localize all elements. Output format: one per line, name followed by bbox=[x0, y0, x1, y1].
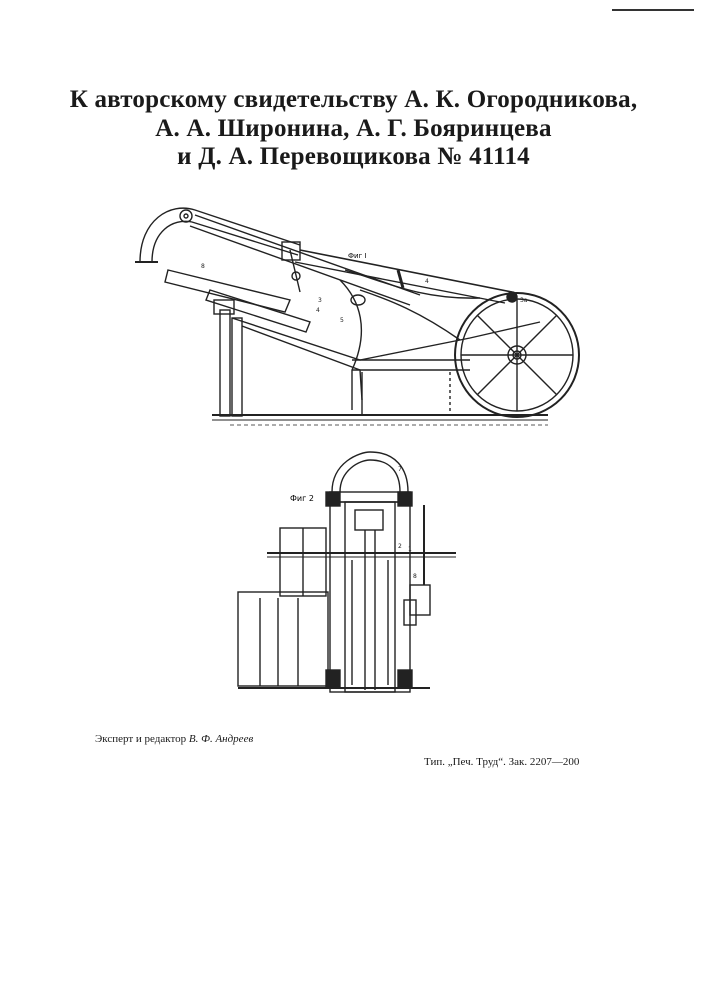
fig2-label: Фиг 2 bbox=[290, 494, 314, 503]
svg-text:2: 2 bbox=[398, 543, 402, 550]
svg-text:7: 7 bbox=[398, 466, 402, 473]
expert-editor-line: Эксперт и редактор В. Ф. Андреев bbox=[95, 733, 253, 745]
print-info: Тип. „Печ. Труд“. Зак. 2207—200 bbox=[424, 756, 579, 768]
svg-text:8: 8 bbox=[413, 573, 417, 580]
expert-prefix: Эксперт и редактор bbox=[95, 733, 186, 745]
expert-name: В. Ф. Андреев bbox=[189, 733, 253, 745]
svg-text:1: 1 bbox=[408, 546, 412, 553]
